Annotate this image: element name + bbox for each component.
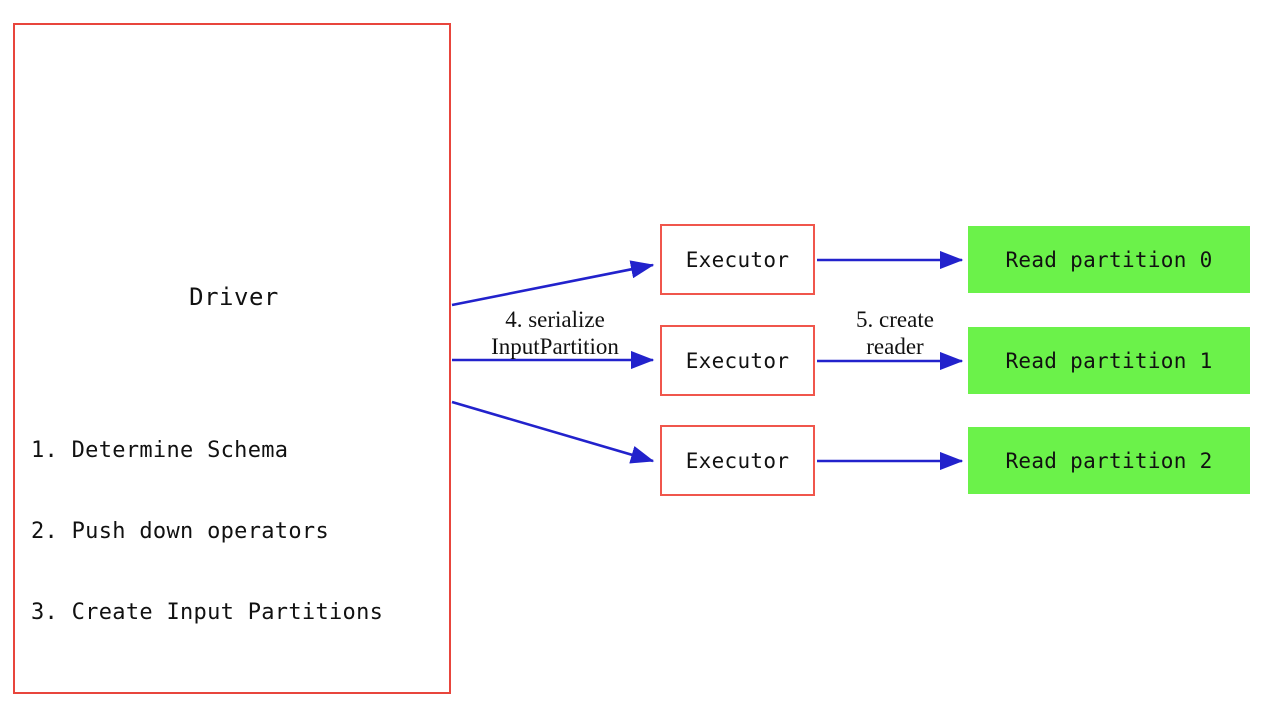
partition-box-0: Read partition 0 — [968, 226, 1250, 293]
edge-label-create-reader-line-1: 5. create — [856, 307, 934, 332]
partition-label-1: Read partition 1 — [1005, 348, 1213, 373]
driver-step-3: 3. Create Input Partitions — [31, 600, 384, 625]
edge-label-serialize-line-1: 4. serialize — [505, 307, 605, 332]
arrow-driver-to-executor-2 — [451, 400, 655, 464]
edge-label-serialize: 4. serialize InputPartition — [455, 306, 655, 360]
partition-box-1: Read partition 1 — [968, 327, 1250, 394]
arrow-driver-to-executor-0 — [451, 260, 655, 307]
driver-label: Driver — [189, 283, 279, 311]
partition-box-2: Read partition 2 — [968, 427, 1250, 494]
driver-steps-list: 1. Determine Schema 2. Push down operato… — [31, 383, 451, 680]
partition-label-0: Read partition 0 — [1005, 247, 1213, 272]
executor-box-1: Executor — [660, 325, 815, 396]
partition-label-2: Read partition 2 — [1005, 448, 1213, 473]
edge-label-create-reader-line-2: reader — [866, 334, 924, 359]
executor-label-0: Executor — [685, 247, 790, 272]
executor-label-1: Executor — [685, 348, 790, 373]
executor-box-2: Executor — [660, 425, 815, 496]
driver-step-1: 1. Determine Schema — [31, 438, 289, 463]
executor-box-0: Executor — [660, 224, 815, 295]
driver-step-2: 2. Push down operators — [31, 519, 329, 544]
edge-label-create-reader: 5. create reader — [822, 306, 968, 360]
driver-box: Driver 1. Determine Schema 2. Push down … — [13, 23, 451, 694]
edge-label-serialize-line-2: InputPartition — [491, 334, 619, 359]
executor-label-2: Executor — [685, 448, 790, 473]
